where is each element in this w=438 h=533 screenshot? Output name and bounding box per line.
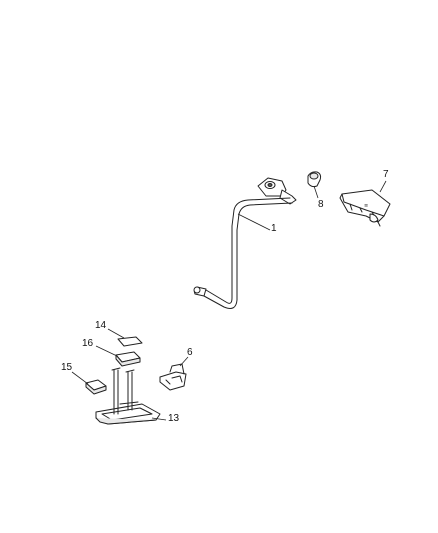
callout-8: 8 xyxy=(318,199,324,210)
svg-text:≡: ≡ xyxy=(364,203,368,209)
callout-13: 13 xyxy=(168,413,180,424)
part-13-battery-tray xyxy=(95,367,167,425)
callout-15: 15 xyxy=(61,362,73,373)
part-15-clamp xyxy=(71,371,107,395)
callout-14: 14 xyxy=(95,320,107,331)
callout-6: 6 xyxy=(187,347,193,358)
callout-7: 7 xyxy=(383,169,389,180)
callout-1: 1 xyxy=(271,223,277,234)
part-7-cover: ≡ xyxy=(339,180,391,227)
part-14-pad xyxy=(107,328,143,347)
part-8-cap xyxy=(307,171,322,199)
part-6-bracket xyxy=(159,356,189,391)
part-16-clip xyxy=(95,345,141,367)
part-1-battery-cable xyxy=(193,177,297,309)
callout-16: 16 xyxy=(82,338,94,349)
